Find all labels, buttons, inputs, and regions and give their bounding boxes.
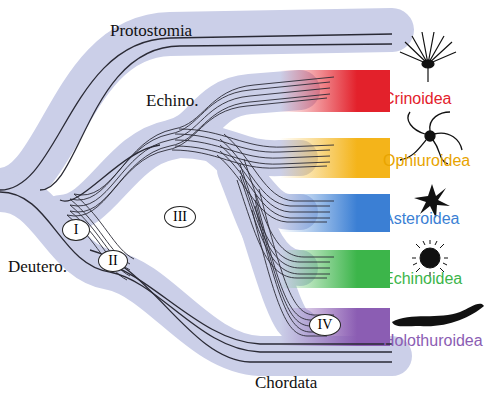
node-circle: I — [62, 219, 90, 241]
group-label: Deutero. — [8, 258, 67, 276]
crinoid-icon — [400, 32, 456, 82]
node-circle: III — [164, 206, 196, 228]
class-label: Holothuroidea — [383, 332, 483, 350]
callout-number: I — [74, 222, 79, 238]
node-circle: IV — [309, 314, 341, 336]
group-label: Chordata — [255, 374, 317, 392]
class-label: Ophiuroidea — [383, 152, 470, 170]
callout-number: III — [173, 209, 187, 225]
group-label: Echino. — [146, 92, 198, 110]
group-label: Protostomia — [110, 22, 192, 40]
class-label: Asteroidea — [383, 210, 460, 228]
sea-cucumber-icon — [392, 304, 484, 326]
class-label: Echinoidea — [383, 270, 462, 288]
node-circle: II — [98, 250, 128, 272]
class-label: Crinoidea — [383, 90, 451, 108]
callout-number: IV — [318, 317, 333, 333]
callout-number: II — [108, 253, 117, 269]
